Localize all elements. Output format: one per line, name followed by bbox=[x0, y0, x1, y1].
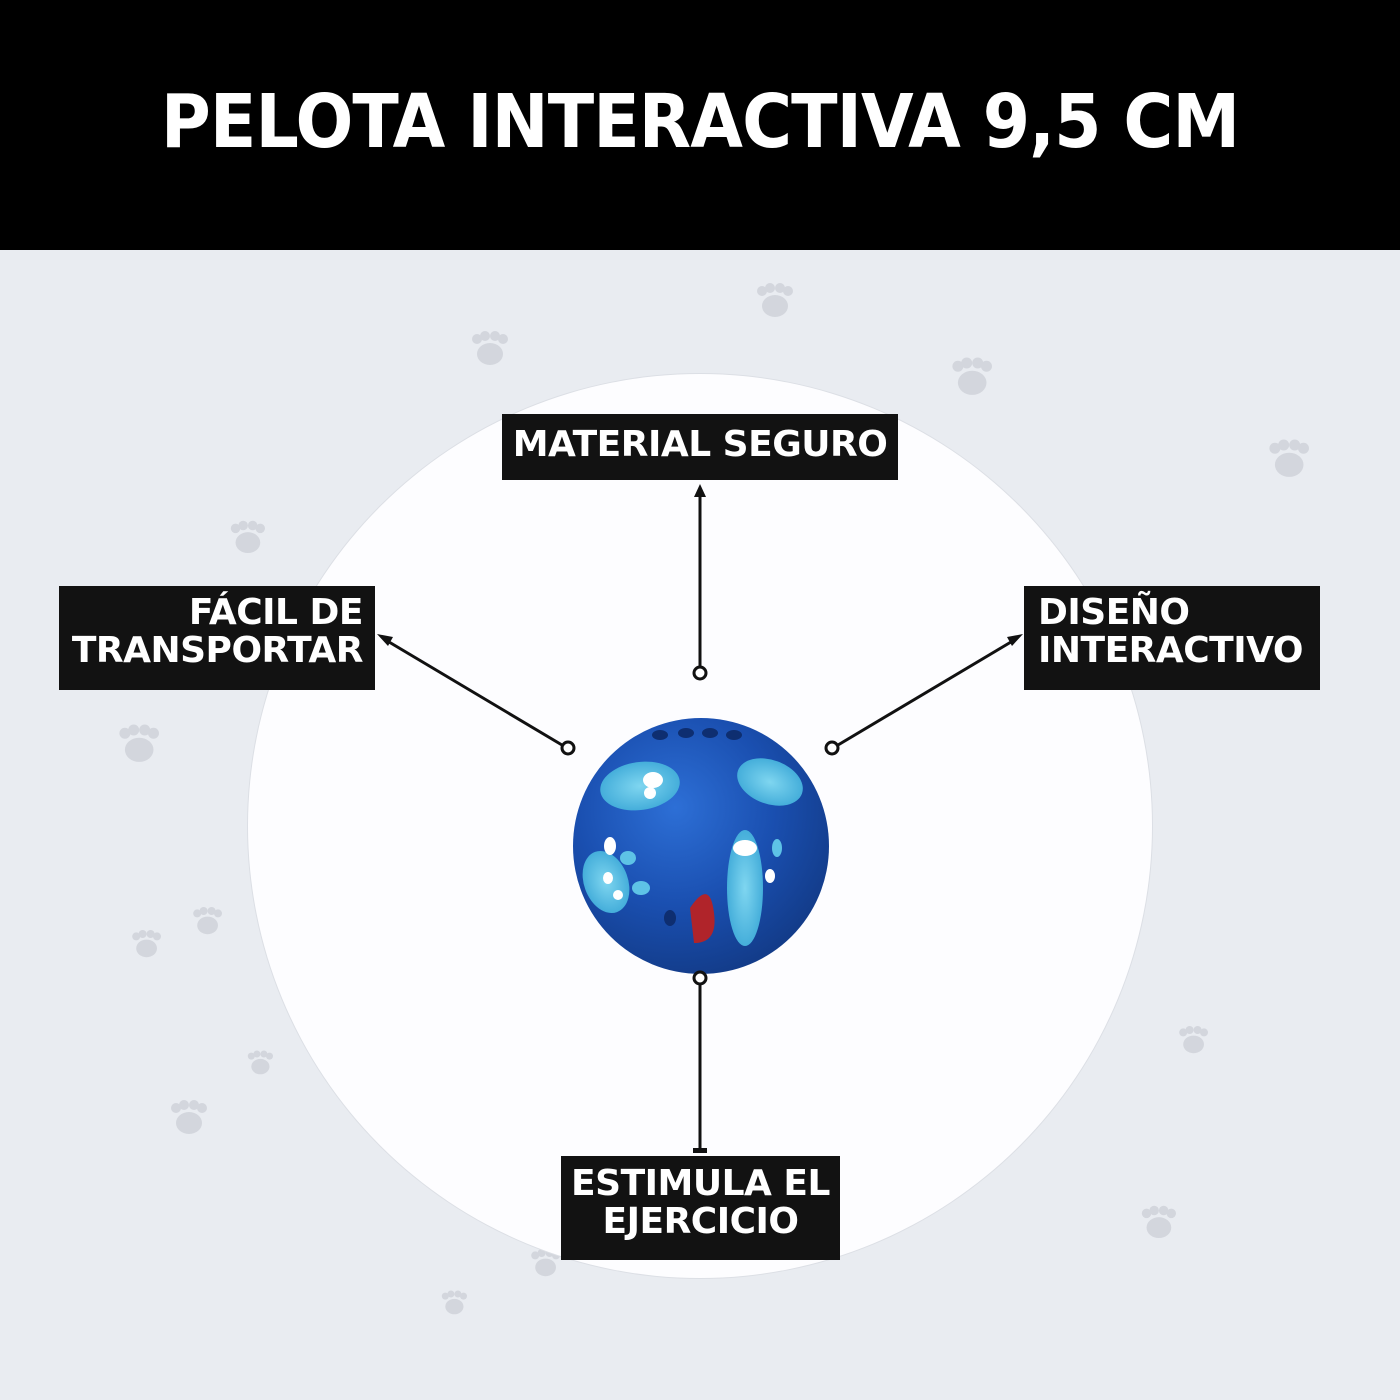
feature-text: FÁCIL DE bbox=[188, 592, 364, 633]
feature-label-estimula-el-ejercicio: ESTIMULA EL EJERCICIO bbox=[561, 1156, 840, 1260]
paw-print-icon bbox=[1269, 439, 1309, 477]
paw-print-icon bbox=[441, 1290, 467, 1314]
paw-print-icon bbox=[531, 1249, 561, 1277]
paw-print-icon bbox=[472, 331, 508, 365]
paw-print-icon bbox=[230, 520, 266, 554]
paw-print-icon bbox=[193, 907, 223, 935]
feature-text: TRANSPORTAR bbox=[71, 630, 364, 671]
paw-print-icon bbox=[1179, 1026, 1209, 1054]
product-backdrop-circle bbox=[248, 374, 1152, 1278]
feature-text: DISEÑO bbox=[1038, 592, 1190, 633]
paw-print-icon bbox=[171, 1100, 207, 1134]
feature-text: MATERIAL SEGURO bbox=[512, 424, 888, 465]
feature-text: ESTIMULA EL bbox=[571, 1163, 830, 1204]
feature-label-diseno-interactivo: DISEÑO INTERACTIVO bbox=[1024, 586, 1320, 690]
paw-print-icon bbox=[247, 1050, 273, 1074]
paw-print-icon bbox=[132, 930, 162, 958]
feature-label-facil-de-transportar: FÁCIL DE TRANSPORTAR bbox=[59, 586, 375, 690]
feature-label-material-seguro: MATERIAL SEGURO bbox=[502, 414, 898, 480]
feature-text: EJERCICIO bbox=[602, 1201, 799, 1242]
header-banner: PELOTA INTERACTIVA 9,5 CM bbox=[0, 0, 1400, 250]
page-title: PELOTA INTERACTIVA 9,5 CM bbox=[160, 79, 1240, 165]
paw-print-icon bbox=[119, 724, 159, 762]
paw-print-icon bbox=[952, 357, 992, 395]
paw-print-icon bbox=[1141, 1205, 1177, 1239]
paw-print-icon bbox=[757, 283, 793, 317]
feature-text: INTERACTIVO bbox=[1038, 630, 1303, 671]
